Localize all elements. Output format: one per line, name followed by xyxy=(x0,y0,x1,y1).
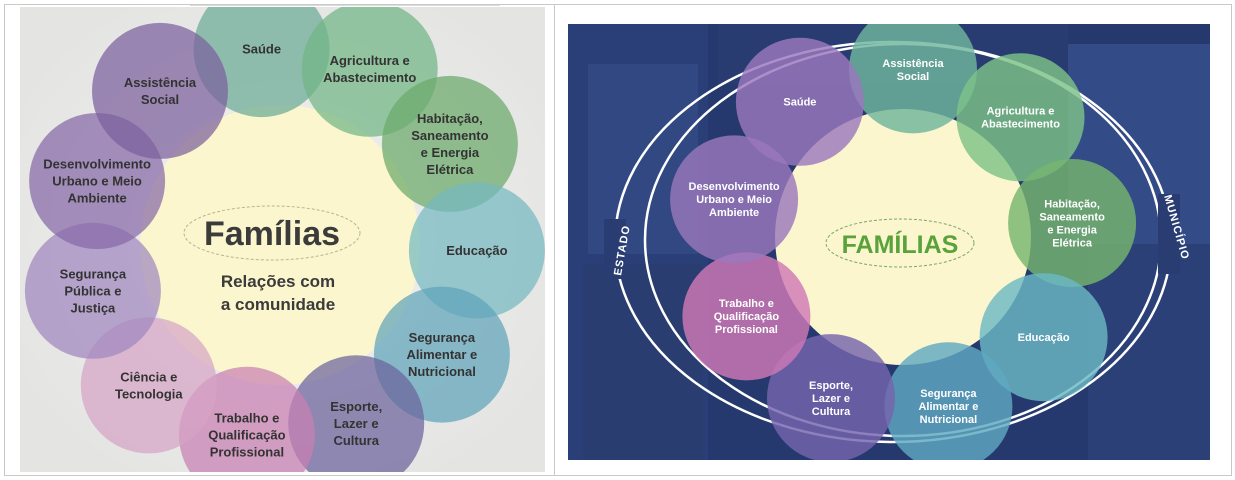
panel-divider xyxy=(554,5,555,475)
top-edge-line xyxy=(190,5,500,6)
left-area-label: Educação xyxy=(446,243,507,258)
left-title-oval xyxy=(183,205,361,261)
left-center-disc xyxy=(140,105,420,385)
right-center-disc xyxy=(775,109,1031,365)
left-area-circle xyxy=(408,182,545,319)
right-area-circle xyxy=(956,53,1085,182)
left-center-subtitle-2: a comunidade xyxy=(221,295,335,314)
right-area-circle xyxy=(670,135,799,264)
right-area-circle xyxy=(1008,159,1137,287)
right-title-oval xyxy=(825,218,975,268)
left-diagram: Famílias Relações com a comunidade Saúde… xyxy=(20,7,545,472)
left-area-circle xyxy=(24,222,161,359)
left-area-circle xyxy=(381,75,518,212)
left-area-circle xyxy=(92,22,228,159)
right-area-label: Saúde xyxy=(783,97,816,109)
right-area-circle xyxy=(682,252,811,381)
right-area-circle xyxy=(767,334,895,460)
photo-workers xyxy=(1088,244,1210,460)
right-area-label: Educação xyxy=(1018,332,1070,344)
left-center-subtitle-1: Relações com xyxy=(221,272,335,291)
left-area-circle xyxy=(288,355,425,472)
left-area-label: Saúde xyxy=(242,42,281,57)
right-area-circle xyxy=(884,342,1013,460)
right-area-circle xyxy=(735,37,864,166)
photo-family xyxy=(583,264,703,460)
estado-label-backdrop xyxy=(604,219,626,279)
right-center-title: FAMÍLIAS xyxy=(842,230,959,259)
figure-frame xyxy=(4,4,1232,476)
municipio-label-backdrop xyxy=(1158,194,1180,274)
right-area-circle xyxy=(849,24,977,134)
left-center-title: Famílias xyxy=(204,215,340,253)
right-area-circle xyxy=(979,273,1108,402)
